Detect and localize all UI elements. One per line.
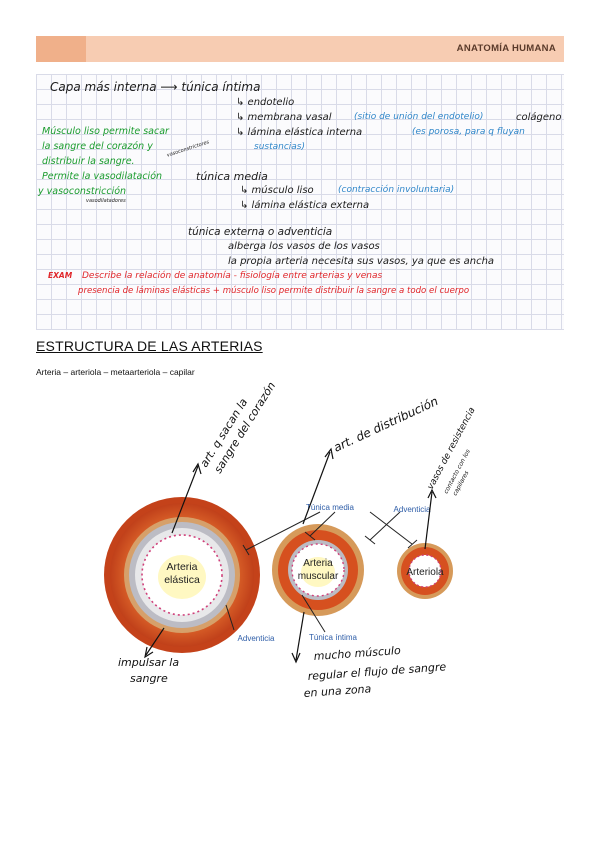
label-tunica-media: Túnica media bbox=[306, 503, 355, 512]
hand-mucho-3: en una zona bbox=[303, 682, 372, 700]
label-elastic-artery-1: Arteria bbox=[167, 561, 198, 573]
hand-impulsar-2: sangre bbox=[130, 672, 168, 685]
label-muscular-artery-1: Arteria bbox=[303, 558, 333, 569]
label-adventicia-top: Adventicia bbox=[394, 505, 431, 514]
muscular-artery-cross-section: Arteria muscular bbox=[272, 524, 364, 616]
hand-impulsar-1: impulsar la bbox=[118, 656, 179, 669]
hand-distribucion: art. de distribución bbox=[331, 394, 440, 455]
label-muscular-artery-2: muscular bbox=[298, 571, 339, 582]
label-adventicia-bottom: Adventicia bbox=[238, 634, 275, 643]
hand-mucho-2: regular el flujo de sangre bbox=[307, 660, 447, 683]
label-elastic-artery-2: elástica bbox=[164, 574, 200, 586]
arteriole-cross-section: Arteriola bbox=[397, 543, 453, 599]
label-tunica-intima: Túnica íntima bbox=[309, 633, 358, 642]
hand-mucho-1: mucho músculo bbox=[313, 644, 401, 663]
elastic-artery-cross-section: Arteria elástica bbox=[104, 497, 260, 653]
label-arteriole: Arteriola bbox=[406, 567, 444, 578]
